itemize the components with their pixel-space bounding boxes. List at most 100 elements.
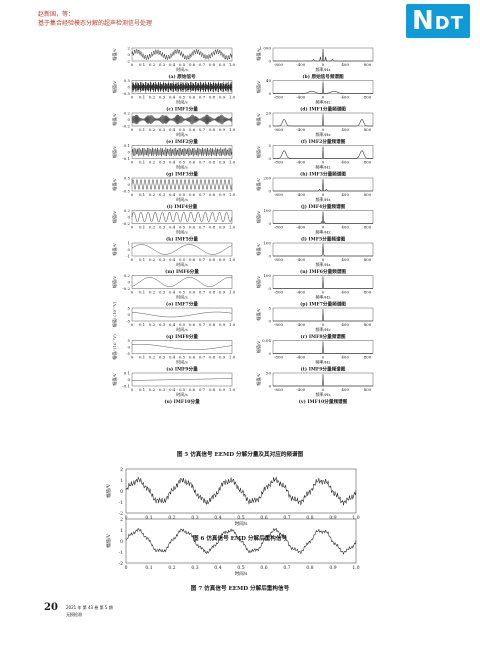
time-xtick-label: 0.4 [169,127,176,132]
time-ytick-label: 0 [127,182,130,187]
time-xtick-label: 0.6 [189,257,196,262]
subplot-caption-right: (p) IMF7分量频谱图 [300,301,346,308]
figure-7-xtick-label: 1.0 [352,565,359,571]
time-xtick-label: 1.0 [229,192,236,197]
figure-6-xtick-label: 0.3 [191,515,198,521]
time-xlabel: 时间/s [176,294,187,300]
spectrum-xtick-label: 400 [341,257,349,262]
subplot-caption-right: (b) 原始信号频谱图 [302,73,344,80]
spectrum-plot-frame [272,275,374,289]
time-xtick-label: 0.1 [139,225,145,230]
spectrum-ytick-label: 0 [268,286,271,291]
time-series-line [131,211,233,223]
spectrum-plot-frame [272,80,374,94]
figure-7-ytick-label: 0 [120,539,123,545]
spectrum-line [273,341,373,354]
figure-7-xtick-label: 0.2 [168,565,175,571]
time-xtick-label: 0.9 [219,62,226,67]
time-xtick-label: 0.3 [159,257,166,262]
time-xtick-label: 0.6 [189,95,196,100]
time-series-line [131,114,233,125]
spectrum-plot-frame [272,210,374,224]
time-xtick-label: 0.9 [219,160,226,165]
time-xtick-label: 0.4 [169,192,176,197]
spectrum-xtick-label: 0 [322,95,325,100]
time-xtick-label: 1.0 [229,355,236,360]
time-xtick-label: 0.3 [159,322,166,327]
time-xtick-label: 1.0 [229,322,236,327]
time-xtick-label: 0.8 [209,355,216,360]
time-ytick-label: 0 [127,247,130,252]
time-ytick-label: 5 [127,306,130,311]
figure-7-xtick-label: 0.1 [145,565,152,571]
time-xtick-label: 0.4 [169,355,176,360]
time-series-line [131,244,233,255]
spectrum-ytick-label: 100 [263,273,271,278]
subplot-caption-left: (m) IMF6分量 [165,268,199,275]
time-xtick-label: 0.1 [139,160,145,165]
time-xtick-label: 0.1 [139,290,145,295]
spectrum-xtick-label: -400 [296,160,305,165]
time-ytick-label: 0 [127,117,130,122]
figure-6-xtick-label: 1.0 [352,515,359,521]
time-ytick-label: -0.5 [122,189,130,194]
time-ylabel: 幅值/V [111,81,117,93]
figure-7-xtick-label: 0.9 [329,565,336,571]
time-xtick-label: 0.1 [139,95,145,100]
time-ytick-label: 0 [127,215,130,220]
figure-6-xtick-label: 0.7 [283,515,290,521]
time-xtick-label: 0.1 [139,192,145,197]
time-xtick-label: 0.3 [159,95,166,100]
subplot-caption-right: (j) IMF4分量频谱图 [301,203,346,210]
time-xtick-label: 0.4 [169,62,176,67]
subplot-caption-right: (d) IMF1分量频谱图 [300,106,346,113]
time-xtick-label: 0.9 [219,322,226,327]
figure-7-ylabel: 幅值/V [105,533,112,548]
time-xtick-label: 0.7 [199,322,206,327]
figure-6-xlabel: 时间/s [235,520,249,527]
spectrum-ytick-label: 0 [268,189,271,194]
time-xtick-label: 0.1 [139,322,145,327]
figure-7-xtick-label: 0 [125,565,128,571]
time-xtick-label: 0.1 [139,62,145,67]
time-ytick-label: 0 [127,280,130,285]
figure-6-xtick-label: 0 [125,515,128,521]
time-xtick-label: 0.5 [179,95,186,100]
spectrum-plot-frame [272,177,374,192]
subplot-caption-right: (r) IMF8分量频谱图 [300,333,345,340]
spectrum-ylabel: 幅值/V [255,48,261,60]
time-xtick-label: 0.2 [149,127,156,132]
spectrum-line [273,211,373,224]
time-xtick-label: 0.6 [189,160,196,165]
spectrum-xtick-label: 400 [341,225,349,230]
figure-7-ytick-label: -1 [119,550,124,556]
spectrum-xlabel: 频率/Hz [316,391,331,397]
subplot-caption-left: (s) IMF9分量 [166,366,198,373]
figure-7-caption: 图 7 仿真信号 EEMD 分解后重构信号 [191,584,290,592]
time-xtick-label: 0 [131,62,134,67]
time-xtick-label: 0 [131,192,134,197]
figure-7-xtick-label: 0.3 [191,565,198,571]
figure-6-ytick-label: 0 [120,489,123,495]
time-xtick-label: 0.8 [209,290,216,295]
spectrum-ylabel: 幅值/V [255,113,261,125]
footer-issue: 2021 年 第 43 卷 第 5 期 [66,605,113,610]
time-xlabel: 时间/s [176,229,187,235]
time-xtick-label: 0.4 [169,95,176,100]
spectrum-line [273,308,373,322]
time-ytick-label: 0 [127,345,130,350]
spectrum-plot-frame [272,47,374,62]
spectrum-xtick-label: -400 [296,127,305,132]
figure-6-signal-line [125,476,357,506]
figure-5-caption: 图 5 仿真信号 EEMD 分解分量及其对应的频谱图 [177,450,304,458]
spectrum-ylabel: 幅值/V [255,243,261,255]
time-xtick-label: 0 [131,290,134,295]
time-xtick-label: 0.8 [209,322,216,327]
time-xtick-label: 0.2 [149,257,156,262]
time-xlabel: 时间/s [176,261,187,267]
footer-journal: 无损检测 [66,612,82,617]
